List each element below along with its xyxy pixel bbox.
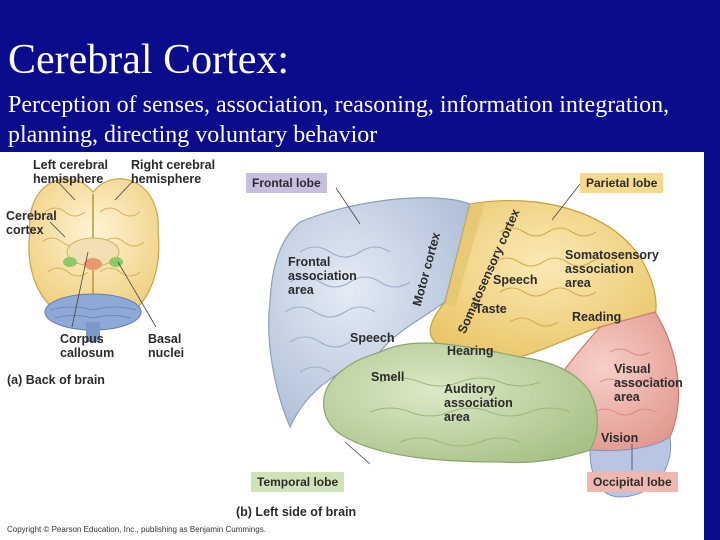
frontal-lobe-label: Frontal lobe: [246, 173, 327, 193]
corpus-callosum-label: Corpus callosum: [60, 332, 115, 360]
parietal-lobe-label: Parietal lobe: [580, 173, 664, 193]
speech-frontal-label: Speech: [350, 331, 395, 345]
visual-association-label: Visual association area: [614, 362, 683, 404]
hearing-label: Hearing: [447, 344, 494, 358]
left-side-caption: (b) Left side of brain: [236, 505, 357, 519]
brain-figure: Left cerebral hemisphere Right cerebral …: [0, 152, 704, 540]
right-cerebral-hemisphere-label: Right cerebral hemisphere: [131, 158, 216, 186]
reading-label: Reading: [572, 310, 622, 324]
frontal-association-area-label: Frontal association area: [288, 255, 357, 297]
taste-label: Taste: [475, 302, 507, 316]
left-cerebral-hemisphere-label: Left cerebral hemisphere: [33, 158, 109, 186]
left-side-brain-drawing: [268, 183, 679, 498]
auditory-association-label: Auditory association area: [444, 382, 513, 424]
temporal-lobe-label: Temporal lobe: [251, 472, 345, 492]
somatosensory-association-label: Somatosensory association area: [565, 248, 659, 290]
back-of-brain-drawing: [28, 178, 160, 342]
basal-nuclei-label: Basal nuclei: [148, 332, 185, 360]
back-of-brain-caption: (a) Back of brain: [7, 373, 105, 387]
smell-label: Smell: [371, 370, 405, 384]
vision-label: Vision: [601, 431, 639, 445]
occipital-lobe-label: Occipital lobe: [587, 472, 678, 492]
slide-title: Cerebral Cortex:: [8, 37, 290, 83]
slide-subtitle: Perception of senses, association, reaso…: [8, 92, 670, 148]
copyright-notice: Copyright © Pearson Education, Inc., pub…: [7, 525, 266, 534]
brain-illustration: [28, 178, 679, 498]
speech-parietal-label: Speech: [493, 273, 538, 287]
cerebral-cortex-label: Cerebral cortex: [6, 209, 57, 237]
temporal-lobe-region: [323, 342, 599, 464]
